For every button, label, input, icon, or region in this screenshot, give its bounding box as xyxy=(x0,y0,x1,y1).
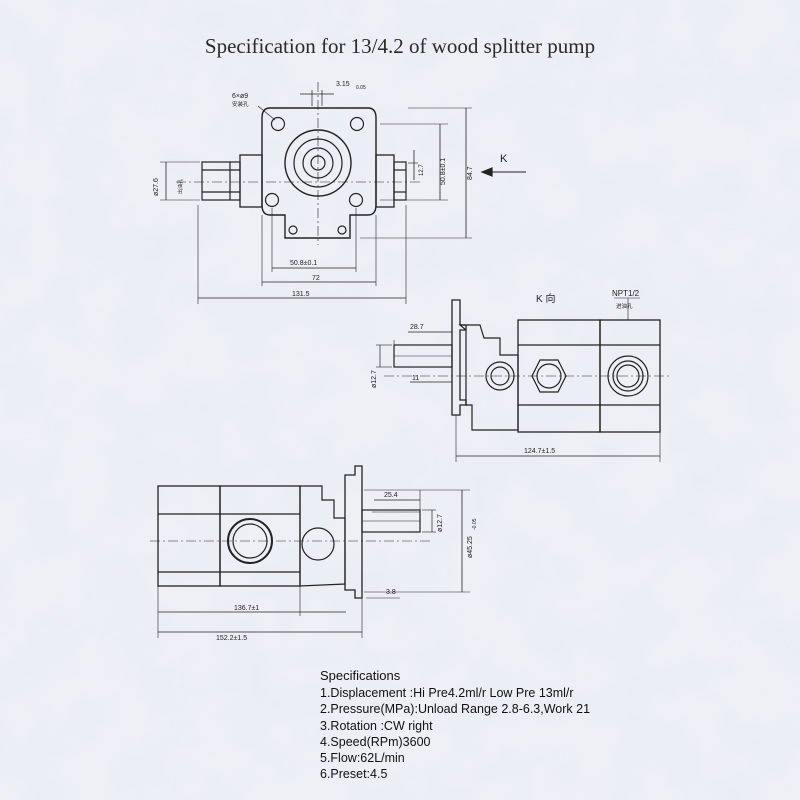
pilot-dia-dim: ø45.25 xyxy=(467,536,474,558)
mount-hole xyxy=(348,192,364,208)
hole-note-sub: 安装孔 xyxy=(232,100,249,108)
shaft-dia-dim: ø12.7 xyxy=(371,370,378,388)
mount-hole xyxy=(270,116,286,132)
height-outer-dim: 84.7 xyxy=(467,166,474,180)
specifications-block: Specifications 1.Displacement :Hi Pre4.2… xyxy=(320,668,780,782)
front-view xyxy=(160,82,526,304)
specifications-heading: Specifications xyxy=(320,668,401,683)
height-inner-dim: 50.8±0.1 xyxy=(440,158,447,185)
spec-item: 3.Rotation :CW right xyxy=(320,718,433,733)
side-length-dim: 124.7±1.5 xyxy=(524,448,555,455)
top-dim-tol: 0.05 xyxy=(356,85,366,91)
side-view-title: K 向 xyxy=(536,292,555,305)
top-dim: 3.15 xyxy=(336,81,350,88)
bottom-mid-dim: 72 xyxy=(312,275,320,282)
pilot-tol: -0.05 xyxy=(472,518,478,530)
page-title: Specification for 13/4.2 of wood splitte… xyxy=(204,34,596,58)
mount-hole xyxy=(264,192,280,208)
spec-item: 2.Pressure(MPa):Unload Range 2.8-6.3,Wor… xyxy=(320,702,591,717)
shaft-small-dim: 11 xyxy=(412,375,419,382)
port-label: NPT1/2 xyxy=(612,289,640,298)
mount-hole xyxy=(349,116,365,132)
shaft-len-dim: 28.7 xyxy=(410,324,424,331)
bottom-small-dim: 3.8 xyxy=(386,589,396,596)
bottom-shaft-len-dim: 25.4 xyxy=(384,492,398,499)
mount-hole xyxy=(337,225,347,235)
spec-item: 5.Flow:62L/min xyxy=(320,751,405,766)
bottom-outer-dim: 131.5 xyxy=(292,291,310,298)
hole-note: 6×ø9 xyxy=(232,93,248,100)
overall-len-dim: 152.2±1.5 xyxy=(216,635,247,642)
port-sub: 进油孔 xyxy=(616,302,633,310)
left-dia-sub: 出油孔 xyxy=(177,179,184,194)
left-dia-dim: ø27.6 xyxy=(153,178,160,196)
bottom-view xyxy=(150,465,470,638)
spec-item: 4.Speed(RPm)3600 xyxy=(320,734,431,749)
inner-len-dim: 136.7±1 xyxy=(234,605,259,612)
key-dim: ø12.7 xyxy=(437,514,444,532)
bottom-inner-dim: 50.8±0.1 xyxy=(290,260,317,267)
view-arrow-label: K xyxy=(500,153,508,165)
mount-hole xyxy=(288,225,298,235)
small-dim: 12.7 xyxy=(419,164,425,176)
spec-item: 6.Preset:4.5 xyxy=(320,767,388,782)
side-view xyxy=(376,297,670,462)
spec-item: 1.Displacement :Hi Pre4.2ml/r Low Pre 13… xyxy=(320,686,574,701)
